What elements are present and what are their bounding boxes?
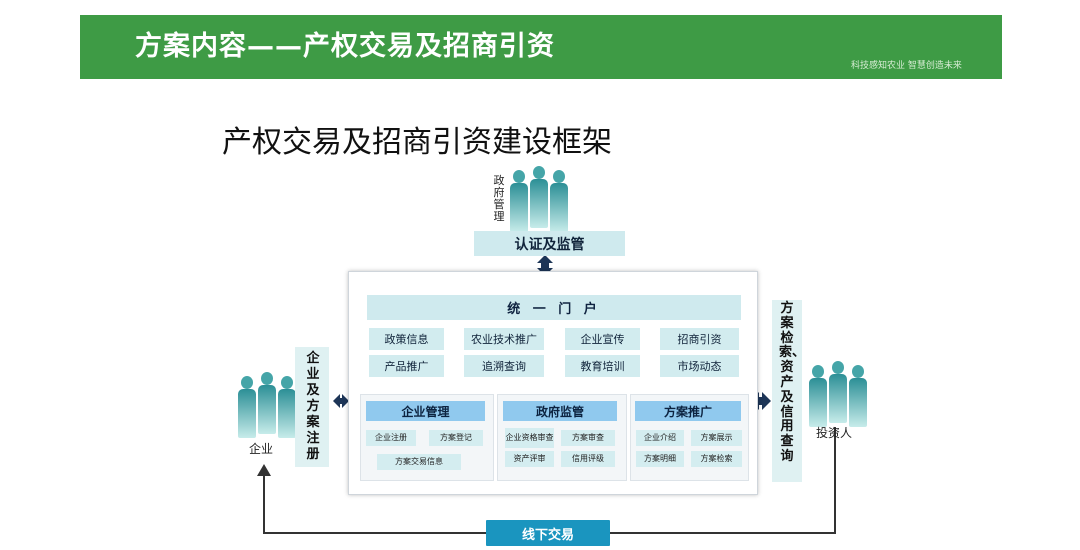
investor-people-icon xyxy=(809,361,869,427)
chip-plan-search: 方案检索 xyxy=(691,451,742,467)
chip-asset-review: 资产评审 xyxy=(505,451,554,467)
government-label: 政府管理 xyxy=(493,174,505,223)
loop-arrowhead-icon xyxy=(257,464,271,476)
chip-plan-trade-info: 方案交易信息 xyxy=(377,454,461,470)
module-enterprise-promo: 企业宣传 xyxy=(565,328,640,350)
government-people-icon xyxy=(510,166,570,232)
slide-title: 方案内容——产权交易及招商引资 xyxy=(135,31,555,62)
enterprise-registration-label: 企业及方案注册 xyxy=(306,351,320,462)
chip-plan-register: 方案登记 xyxy=(429,430,483,446)
slogan: 科技感知农业 智慧创造未来 xyxy=(851,61,962,71)
investor-label: 投资人 xyxy=(816,426,853,440)
module-product-promo: 产品推广 xyxy=(369,355,444,377)
chip-plan-detail: 方案明细 xyxy=(636,451,684,467)
module-investment: 招商引资 xyxy=(660,328,739,350)
subsystem-plan-promo-title: 方案推广 xyxy=(635,401,741,421)
framework-title: 产权交易及招商引资建设框架 xyxy=(222,125,612,160)
module-education: 教育培训 xyxy=(565,355,640,377)
module-traceability: 追溯查询 xyxy=(464,355,544,377)
chip-plan-review: 方案审查 xyxy=(561,430,615,446)
chip-qualification-review: 企业资格审查 xyxy=(505,428,554,448)
module-policy-info: 政策信息 xyxy=(369,328,444,350)
subsystem-gov-supervision-title: 政府监管 xyxy=(503,401,617,421)
certification-box: 认证及监管 xyxy=(474,231,625,256)
chip-credit-rating: 信用评级 xyxy=(561,451,615,467)
plan-search-label: 方案检索、资产及信用查询 xyxy=(779,301,806,464)
chip-enterprise-intro: 企业介绍 xyxy=(636,430,684,446)
subsystem-enterprise-mgmt-title: 企业管理 xyxy=(366,401,485,421)
double-arrow-left-icon xyxy=(333,394,349,408)
chip-enterprise-register: 企业注册 xyxy=(366,430,416,446)
unified-portal-bar: 统 一 门 户 xyxy=(367,295,741,320)
chip-plan-display: 方案展示 xyxy=(691,430,742,446)
module-market: 市场动态 xyxy=(660,355,739,377)
module-agri-tech: 农业技术推广 xyxy=(464,328,544,350)
enterprise-registration-box: 企业及方案注册 xyxy=(295,347,329,467)
offline-trade-box: 线下交易 xyxy=(486,520,610,546)
enterprise-label: 企业 xyxy=(249,442,274,456)
enterprise-people-icon xyxy=(238,372,298,438)
header-banner xyxy=(80,15,1002,79)
plan-search-box: 方案检索、资产及信用查询 xyxy=(772,300,806,482)
